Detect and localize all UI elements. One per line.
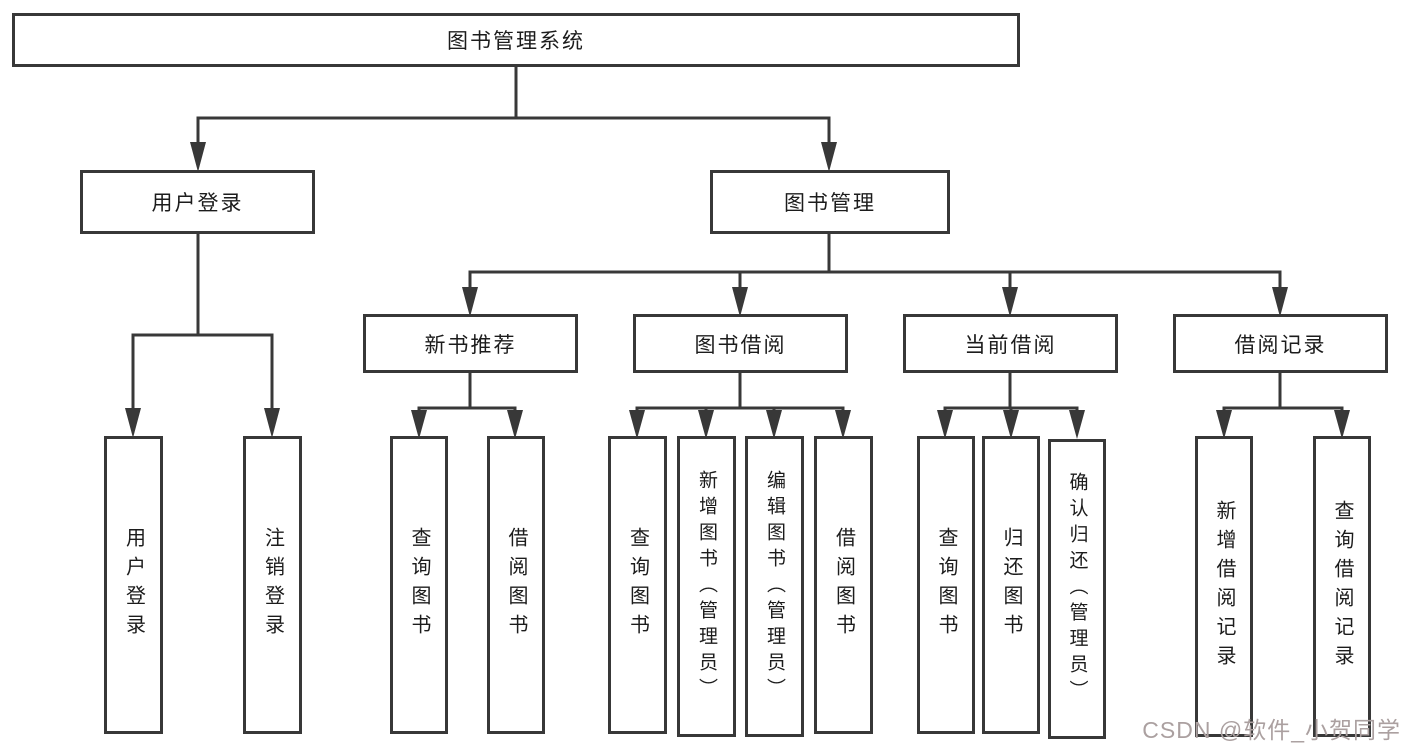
node-root-system: 图书管理系统 xyxy=(12,13,1020,67)
arrowheads xyxy=(125,142,1350,439)
leaf-query-book-borrow: 查询图书 xyxy=(608,436,667,734)
node-new-book-recommend-label: 新书推荐 xyxy=(424,333,517,357)
leaf-user-login: 用户登录 xyxy=(104,436,163,734)
leaf-borrow-book: 借阅图书 xyxy=(814,436,873,734)
leaf-edit-book-admin: 编辑图书（管理员） xyxy=(745,436,804,737)
leaf-query-book-current: 查询图书 xyxy=(917,436,975,734)
leaf-logout: 注销登录 xyxy=(243,436,302,734)
node-user-login-label: 用户登录 xyxy=(151,192,244,215)
leaf-add-borrow-record: 新增借阅记录 xyxy=(1195,436,1253,737)
node-book-management-label: 图书管理 xyxy=(784,192,876,215)
csdn-watermark: CSDN @软件_小贺同学 xyxy=(1142,717,1401,743)
node-borrow-record: 借阅记录 xyxy=(1173,314,1388,373)
node-user-login: 用户登录 xyxy=(80,170,315,234)
node-new-book-recommend: 新书推荐 xyxy=(363,314,578,373)
leaf-confirm-return-admin: 确认归还（管理员） xyxy=(1048,439,1106,739)
node-current-borrow: 当前借阅 xyxy=(903,314,1118,373)
leaf-borrow-book-recommend: 借阅图书 xyxy=(487,436,545,734)
leaf-return-book: 归还图书 xyxy=(982,436,1040,734)
leaf-query-book-recommend: 查询图书 xyxy=(390,436,448,734)
node-root-label: 图书管理系统 xyxy=(447,30,585,53)
leaf-query-borrow-record: 查询借阅记录 xyxy=(1313,436,1371,737)
node-borrow-record-label: 借阅记录 xyxy=(1234,333,1327,357)
node-book-borrow: 图书借阅 xyxy=(633,314,848,373)
node-book-borrow-label: 图书借阅 xyxy=(694,333,787,357)
node-book-management: 图书管理 xyxy=(710,170,950,234)
leaf-add-book-admin: 新增图书（管理员） xyxy=(677,436,736,737)
node-current-borrow-label: 当前借阅 xyxy=(964,333,1057,357)
